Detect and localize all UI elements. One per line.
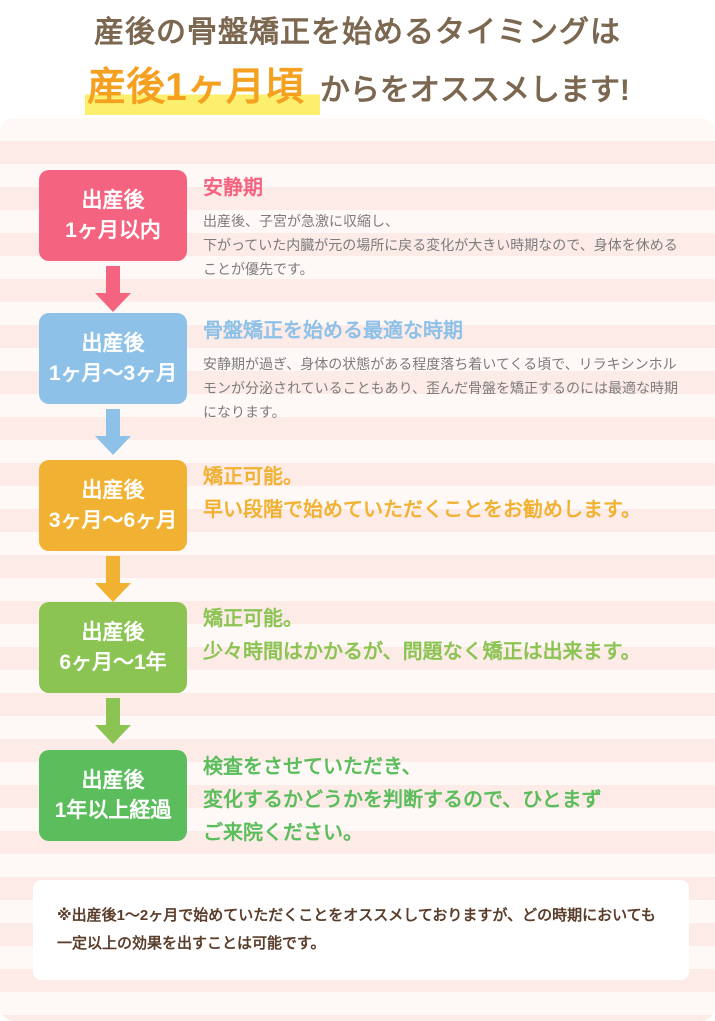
down-arrow-icon [95,409,131,455]
step-period-label: 6ヶ月〜1年 [59,650,167,674]
step-description-line: 検査をさせていただき、 [203,756,422,778]
footnote-box: ※出産後1〜2ヶ月で始めていただくことをオススメしておりますが、どの時期において… [33,880,689,980]
timeline-step: 出産後 6ヶ月〜1年 矯正可能。少々時間はかかるが、問題なく矯正は出来ます。 [39,602,685,744]
step-description-line: 変化するかどうかを判断するので、ひとまず [203,789,602,811]
timeline-step: 出産後 3ヶ月〜6ヶ月 矯正可能。早い段階で始めていただくことをお勧めします。 [39,460,685,602]
step-description-line: ご来院ください。 [203,822,363,844]
step-period-label: 1ヶ月〜3ヶ月 [48,361,178,385]
step-description-line: 安静期が過ぎ、身体の状態がある程度落ち着いてくる頃で、リラキシンホルモンが分泌さ… [203,356,679,420]
title-line1: 産後の骨盤矯正を始めるタイミングは [94,16,621,49]
step-period-label: 出産後 [81,620,145,644]
step-period-label: 出産後 [81,478,145,502]
step-description-line: 下がっていた内臓が元の場所に戻る変化が大きい時期なので、身体を休めることが優先で… [203,237,678,277]
title-highlighted-text: 産後1ヶ月頃 [85,66,320,115]
step-content: 検査をさせていただき、変化するかどうかを判断するので、ひとまずご来院ください。 [203,751,685,850]
title-rest-text: からをオススメします! [319,74,630,107]
step-description-line: 出産後、子宮が急激に収縮し、 [203,213,399,229]
step-description-line: 矯正可能。 [203,466,303,488]
step-period-box: 出産後 6ヶ月〜1年 [39,602,187,693]
step-content: 安静期 出産後、子宮が急激に収縮し、下がっていた内臓が元の場所に戻る変化が大きい… [203,171,685,281]
timeline-step: 出産後 1ヶ月〜3ヶ月 骨盤矯正を始める最適な時期 安静期が過ぎ、身体の状態があ… [39,313,685,455]
step-period-label: 出産後 [81,188,145,212]
title-line2: 産後1ヶ月頃からをオススメします! [0,56,715,115]
footnote-line: 一定以上の効果を出すことは可能です。 [57,935,326,952]
step-period-box: 出産後 1年以上経過 [39,750,187,841]
down-arrow-icon [95,698,131,744]
step-description-line: 矯正可能。 [203,608,303,630]
down-arrow-icon [95,266,131,312]
step-content: 骨盤矯正を始める最適な時期 安静期が過ぎ、身体の状態がある程度落ち着いてくる頃で… [203,314,685,424]
step-description-line: 早い段階で始めていただくことをお勧めします。 [203,499,641,521]
step-description-line: 少々時間はかかるが、問題なく矯正は出来ます。 [203,641,641,663]
timeline-step: 出産後 1年以上経過 検査をさせていただき、変化するかどうかを判断するので、ひと… [39,750,685,890]
step-period-box: 出産後 1ヶ月以内 [39,170,187,261]
step-period-label: 出産後 [81,768,145,792]
step-period-label: 3ヶ月〜6ヶ月 [48,508,178,532]
step-period-box: 出産後 1ヶ月〜3ヶ月 [39,313,187,404]
footnote-line: ※出産後1〜2ヶ月で始めていただくことをオススメしておりますが、どの時期において… [57,907,656,924]
step-heading: 安静期 [203,177,263,199]
down-arrow-icon [95,556,131,602]
page-title: 産後の骨盤矯正を始めるタイミングは 産後1ヶ月頃からをオススメします! [0,0,715,115]
timeline-panel: ※出産後1〜2ヶ月で始めていただくことをオススメしておりますが、どの時期において… [0,118,715,1021]
step-content: 矯正可能。早い段階で始めていただくことをお勧めします。 [203,461,685,527]
step-content: 矯正可能。少々時間はかかるが、問題なく矯正は出来ます。 [203,603,685,669]
timeline-step: 出産後 1ヶ月以内 安静期 出産後、子宮が急激に収縮し、下がっていた内臓が元の場… [39,170,685,312]
step-period-box: 出産後 3ヶ月〜6ヶ月 [39,460,187,551]
step-period-label: 1ヶ月以内 [65,218,161,242]
step-period-label: 1年以上経過 [54,798,172,822]
step-heading: 骨盤矯正を始める最適な時期 [203,320,463,342]
step-period-label: 出産後 [81,331,145,355]
